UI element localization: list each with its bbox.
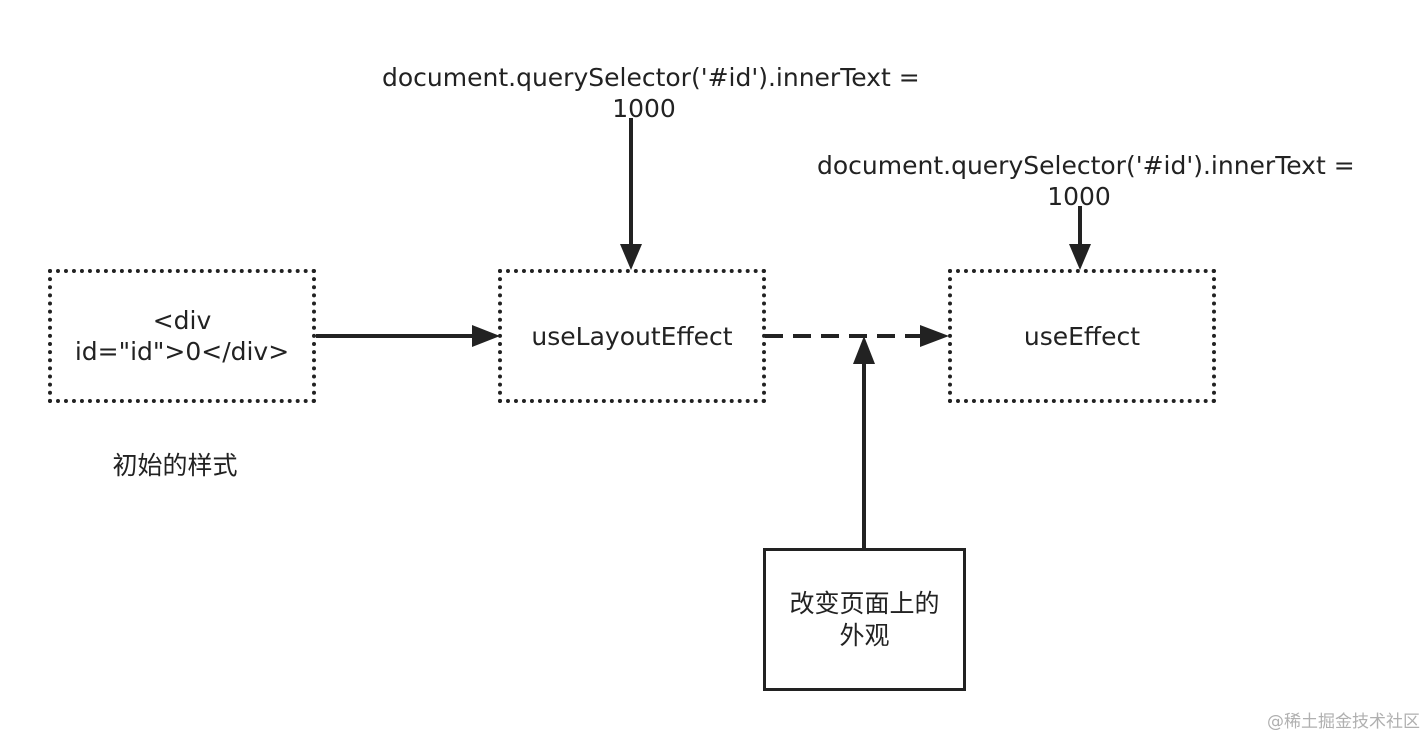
arrowhead-code1 (620, 244, 642, 270)
initial-div-box: <div id="id">0</div> (48, 269, 316, 403)
arrowhead-code2 (1069, 244, 1091, 270)
div-box-line1: <div (152, 306, 212, 335)
code-label-1: document.querySelector('#id').innerText … (382, 62, 920, 124)
code-label-1-line2: 1000 (612, 94, 676, 123)
change-box-line1: 改变页面上的 (789, 588, 940, 618)
watermark: @稀土掘金技术社区 (1267, 712, 1420, 732)
code-label-1-line1: document.querySelector('#id').innerText … (382, 63, 920, 92)
use-effect-box: useEffect (948, 269, 1216, 403)
change-appearance-box: 改变页面上的 外观 (763, 548, 966, 691)
code-label-2: document.querySelector('#id').innerText … (817, 150, 1355, 212)
use-layout-effect-label: useLayoutEffect (531, 321, 733, 351)
initial-style-label: 初始的样式 (112, 451, 238, 480)
arrowhead-change (853, 336, 875, 364)
use-layout-effect-box: useLayoutEffect (498, 269, 766, 403)
code-label-2-line1: document.querySelector('#id').innerText … (817, 151, 1355, 180)
code-label-2-line2: 1000 (1047, 182, 1111, 211)
arrowhead-div (472, 325, 500, 347)
div-box-line2: id="id">0</div> (74, 337, 290, 366)
arrowhead-dashed (920, 325, 949, 347)
change-box-line2: 外观 (839, 620, 890, 650)
use-effect-label: useEffect (1023, 321, 1141, 351)
